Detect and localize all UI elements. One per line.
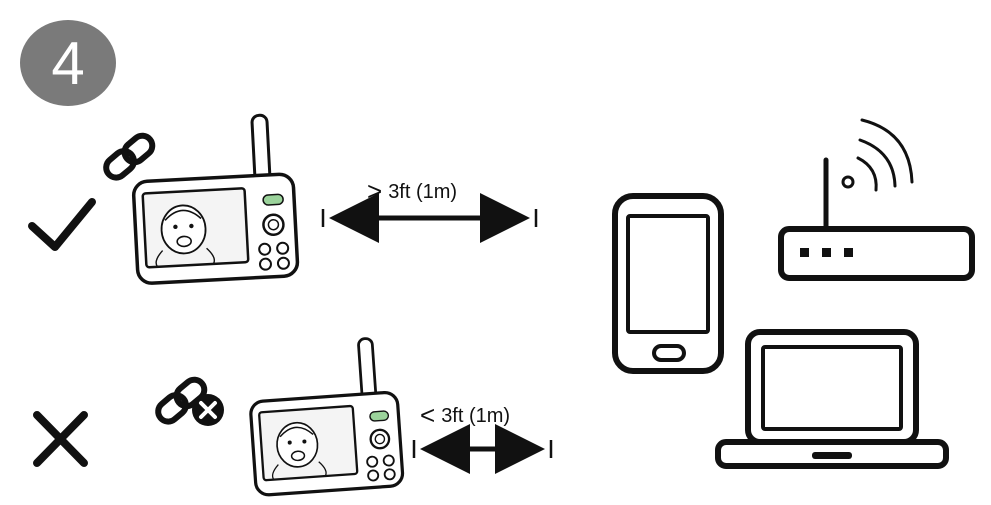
- step-number-badge: 4: [20, 20, 116, 106]
- distance-value: 3ft (1m): [441, 405, 511, 427]
- distance-arrow-far: [321, 193, 538, 243]
- smartphone-icon: [612, 193, 724, 374]
- wifi-router-icon: [778, 118, 975, 281]
- baby-monitor-far: [244, 335, 405, 498]
- distance-label-near: <3ft (1m): [420, 400, 510, 431]
- greater-than-symbol: >: [367, 176, 383, 206]
- laptop-icon: [715, 329, 949, 469]
- cross-icon: [33, 411, 88, 467]
- distance-arrow-near: [412, 424, 553, 474]
- checkmark-icon: [28, 198, 96, 251]
- unlink-icon: [155, 376, 224, 426]
- link-icon: [103, 132, 156, 181]
- distance-label-far: >3ft (1m): [367, 176, 457, 207]
- distance-value: 3ft (1m): [388, 181, 458, 203]
- less-than-symbol: <: [420, 400, 436, 430]
- baby-monitor-near: [128, 111, 300, 286]
